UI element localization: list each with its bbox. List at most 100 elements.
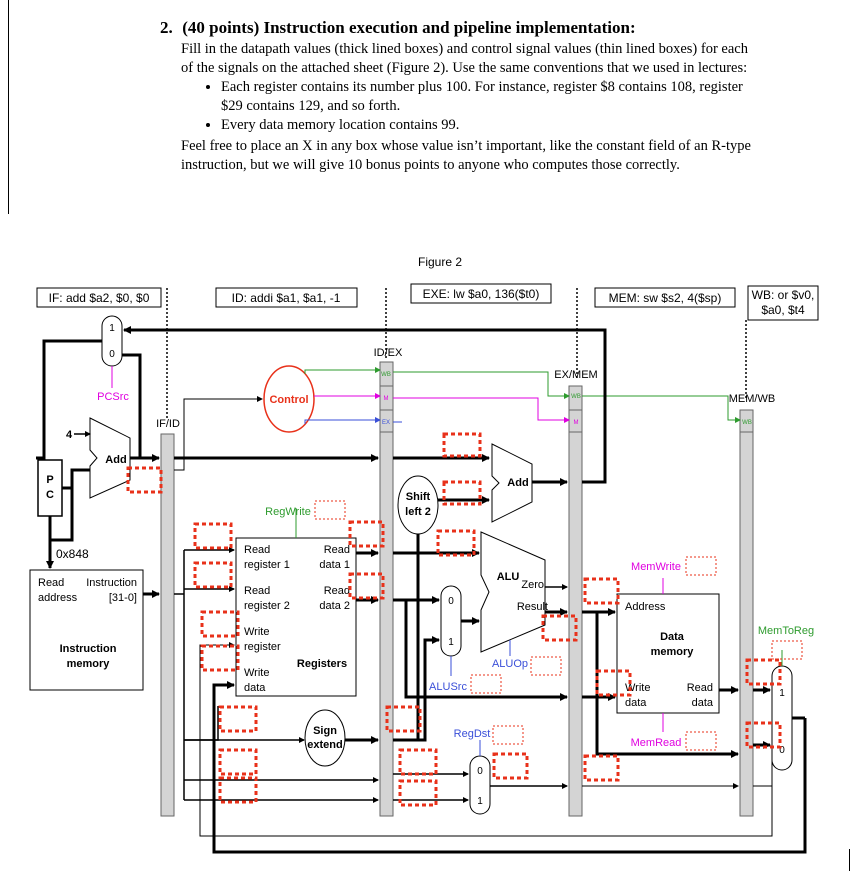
wr-b: register — [244, 641, 281, 653]
data-memory — [616, 593, 720, 714]
wd-b: data — [244, 682, 266, 694]
stage-mem-label: MEM: sw $s2, 4($sp) — [609, 291, 722, 305]
wire — [753, 760, 773, 787]
answer-box — [745, 658, 782, 686]
answer-box — [385, 705, 422, 733]
answer-box — [398, 779, 438, 807]
question-outro: Feel free to place an X in any box whose… — [181, 138, 751, 173]
stage-id-box — [215, 287, 358, 308]
answer-box — [583, 754, 620, 782]
mux-input-0: 0 — [109, 349, 115, 360]
answer-box-control — [492, 725, 524, 745]
answer-box — [745, 721, 782, 749]
pipe-reg-idex-label: ID/EX — [374, 347, 403, 359]
stage-mem-box — [594, 287, 736, 308]
pipe-reg-memwb — [739, 409, 754, 817]
shift-left-label-2: left 2 — [405, 506, 431, 518]
dm-write-b: data — [625, 697, 647, 709]
sign-extend-unit — [304, 709, 346, 767]
answer-box — [595, 669, 632, 697]
sign-extend-label-2: extend — [307, 739, 342, 751]
field-wb: WB — [742, 420, 752, 426]
stage-wb-box — [747, 285, 819, 321]
answer-box — [436, 529, 476, 557]
figure-caption: Figure 2 — [418, 255, 462, 269]
pipe-reg-ifid — [160, 433, 175, 817]
answer-box-control — [470, 674, 502, 694]
answer-box — [218, 776, 258, 804]
mux-input-1: 1 — [109, 323, 115, 334]
field-ex: EX — [382, 420, 390, 426]
register-file — [235, 537, 357, 697]
stage-wb-label-2: $a0, $t4 — [761, 303, 805, 317]
question-number: 2. — [160, 18, 173, 37]
alu-zero-label: Zero — [521, 579, 544, 591]
bullet-memory-values: Every data memory location contains 99. — [221, 116, 760, 135]
branch-adder-label: Add — [507, 477, 528, 489]
imem-name-1: Instruction — [60, 643, 117, 655]
dm-address: Address — [625, 601, 666, 613]
margin-line — [8, 0, 9, 214]
answer-box — [218, 705, 258, 733]
rr2-b: register 2 — [244, 600, 290, 612]
control-unit — [263, 365, 315, 433]
alu-label: ALU — [497, 571, 520, 583]
answer-box — [398, 748, 438, 776]
answer-box — [218, 748, 258, 776]
pc-label-c: C — [46, 489, 54, 501]
margin-line-bottom — [849, 849, 850, 871]
rr2-a: Read — [244, 585, 270, 597]
answer-box-control — [530, 656, 562, 676]
answer-box-control — [314, 500, 346, 520]
stage-exe-label: EXE: lw $a0, 136($t0) — [423, 287, 540, 301]
alu-result-label: Result — [517, 601, 548, 613]
rd1-a: Read — [324, 544, 350, 556]
answer-box-control — [685, 556, 717, 576]
wb-line-2 — [393, 371, 570, 399]
regwrite-label: RegWrite — [265, 506, 311, 518]
stage-if-label: IF: add $a2, $0, $0 — [49, 291, 150, 305]
answer-box — [200, 610, 240, 638]
regdst-label: RegDst — [454, 728, 491, 740]
imem-name-2: memory — [67, 658, 111, 670]
control-label: Control — [269, 394, 308, 406]
rd1-b: data 1 — [319, 559, 350, 571]
ex-control-line — [304, 417, 381, 424]
wire — [418, 636, 440, 742]
alusrc-label: ALUSrc — [429, 681, 467, 693]
dm-name-1: Data — [660, 631, 685, 643]
answer-box — [442, 432, 482, 458]
field-wb: WB — [571, 394, 581, 400]
dm-name-2: memory — [651, 646, 695, 658]
answer-box — [442, 480, 482, 506]
pc-label-p: P — [46, 474, 53, 486]
rr1-b: register 1 — [244, 559, 290, 571]
field-m: M — [574, 420, 579, 426]
dm-read-a: Read — [687, 682, 713, 694]
mux-input-1: 1 — [779, 688, 785, 699]
aluop-label: ALUOp — [492, 658, 528, 670]
bullet-register-values: Each register contains its number plus 1… — [221, 78, 760, 116]
answer-box — [348, 572, 385, 600]
field-wb: WB — [381, 372, 391, 378]
wire — [62, 468, 90, 490]
question-intro: Fill in the datapath values (thick lined… — [181, 41, 748, 76]
stage-if-box — [36, 287, 162, 308]
answer-box-control — [771, 640, 803, 660]
answer-box — [583, 577, 620, 605]
mux-input-0: 0 — [448, 596, 454, 607]
constant-four: 4 — [66, 429, 73, 441]
branch-adder — [491, 443, 533, 523]
pc-register — [37, 459, 63, 517]
rd2-a: Read — [324, 585, 350, 597]
wire — [582, 458, 607, 484]
answer-box — [492, 752, 529, 780]
answer-box — [541, 614, 578, 642]
wr-a: Write — [244, 626, 269, 638]
pc-adder-label: Add — [105, 454, 126, 466]
pc-value: 0x848 — [56, 547, 89, 561]
wb-line-3 — [582, 395, 741, 423]
pcsrc-label: PCSrc — [97, 391, 129, 403]
memread-label: MemRead — [631, 737, 682, 749]
